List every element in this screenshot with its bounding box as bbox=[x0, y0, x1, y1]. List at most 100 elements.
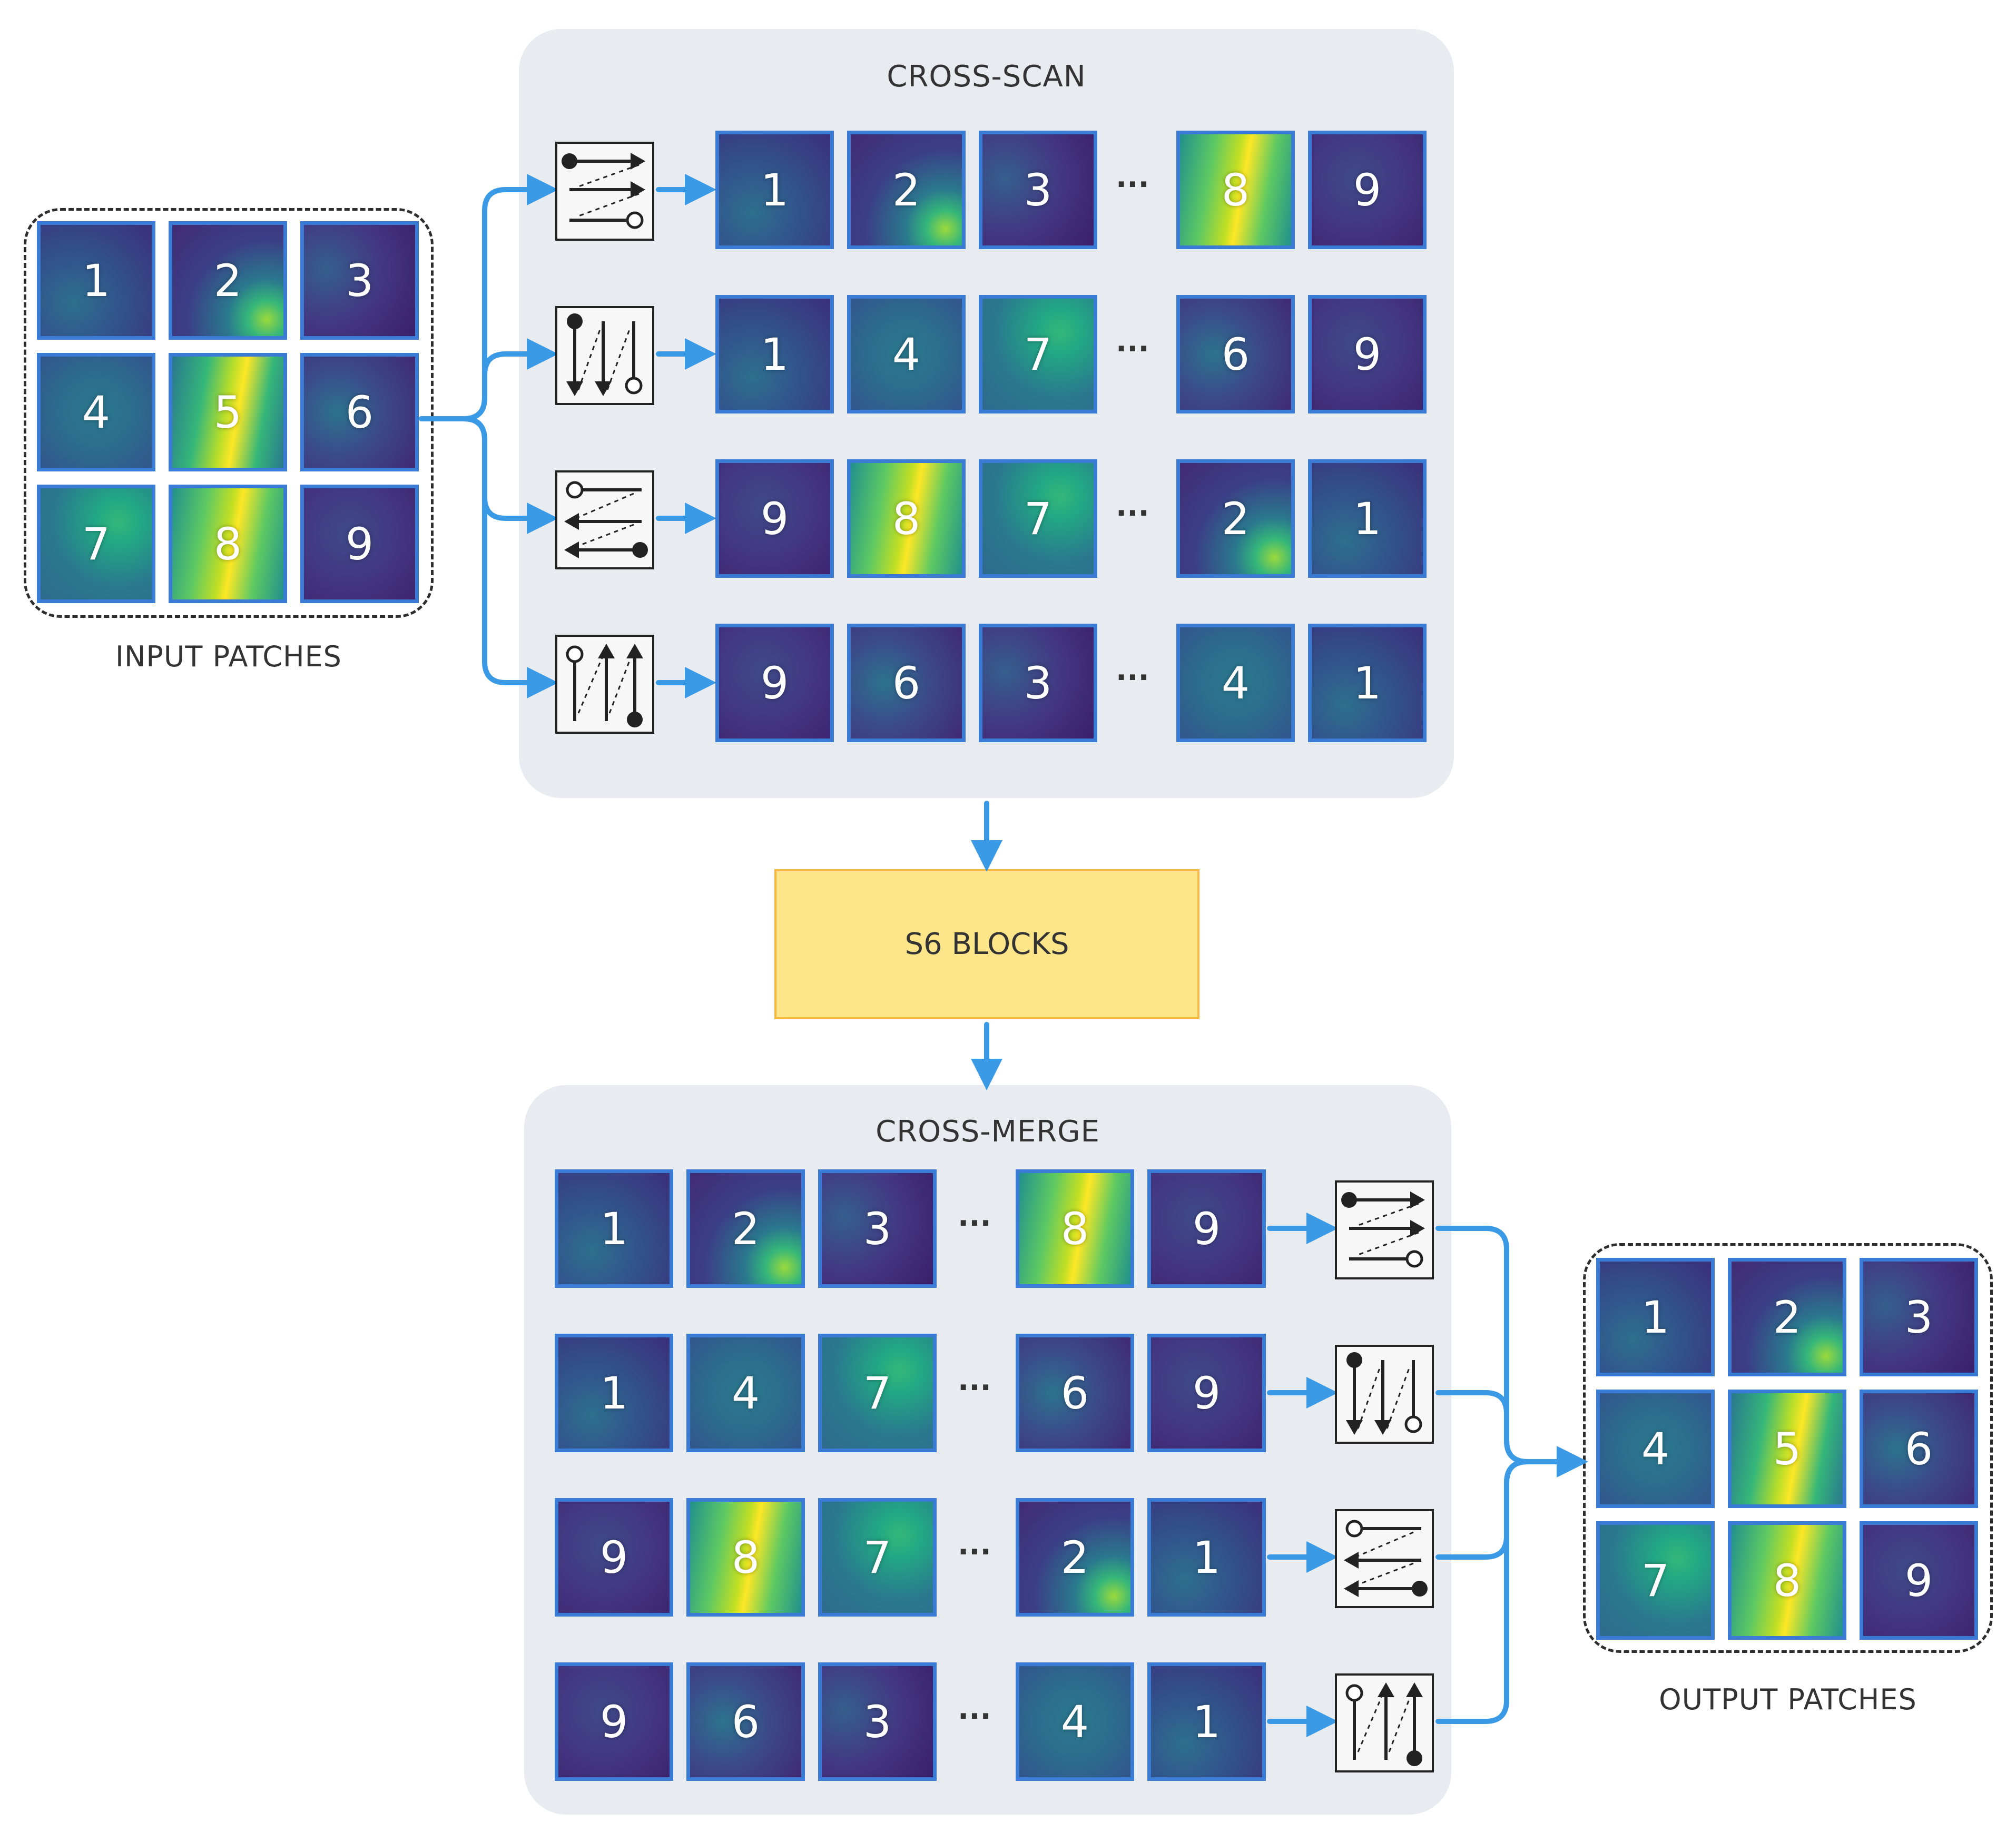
scan-row-4-patch-9: 9 bbox=[715, 624, 834, 742]
merge-row-2-patch-4: 4 bbox=[686, 1334, 805, 1452]
patch-number: 5 bbox=[1773, 1423, 1802, 1475]
scan-row-2-patch-7: 7 bbox=[979, 295, 1097, 413]
patch-number: 2 bbox=[731, 1203, 760, 1255]
output-patches-caption: OUTPUT PATCHES bbox=[1659, 1683, 1917, 1716]
patch-number: 2 bbox=[213, 254, 242, 307]
scan-row-1-patch-3: 3 bbox=[979, 131, 1097, 249]
input-patch-9: 9 bbox=[300, 485, 419, 603]
input-patch-3: 3 bbox=[300, 221, 419, 340]
merge-row-1-patch-2: 2 bbox=[686, 1169, 805, 1288]
split-arrow-2 bbox=[419, 338, 558, 421]
scan-row-1-patch-1: 1 bbox=[715, 131, 834, 249]
scan-row-forward-icon bbox=[555, 142, 654, 241]
cross-scan-title: CROSS-SCAN bbox=[887, 60, 1086, 94]
scan-row-4-patch-1: 1 bbox=[1308, 624, 1427, 742]
merge-join-3 bbox=[1435, 1459, 1530, 1560]
scan-row-4-patch-4: 4 bbox=[1176, 624, 1295, 742]
patch-number: 9 bbox=[1353, 328, 1382, 380]
scan-row-2-patch-9: 9 bbox=[1308, 295, 1427, 413]
merge-row-2-patch-1: 1 bbox=[555, 1334, 673, 1452]
patch-number: 9 bbox=[760, 657, 789, 709]
merge-join-2 bbox=[1435, 1390, 1530, 1464]
merge-row-4-patch-3: 3 bbox=[818, 1662, 937, 1781]
patch-number: 1 bbox=[599, 1367, 628, 1419]
patch-number: 3 bbox=[345, 254, 374, 307]
ellipsis: ··· bbox=[1116, 168, 1149, 202]
patch-number: 6 bbox=[345, 386, 374, 438]
patch-number: 8 bbox=[1773, 1554, 1802, 1607]
patch-number: 6 bbox=[1060, 1367, 1089, 1419]
merge-row-1-patch-1: 1 bbox=[555, 1169, 673, 1288]
patch-number: 7 bbox=[1024, 328, 1053, 380]
output-patch-5: 5 bbox=[1728, 1390, 1846, 1508]
output-patch-6: 6 bbox=[1860, 1390, 1978, 1508]
patch-number: 1 bbox=[82, 254, 111, 307]
patch-number: 2 bbox=[1773, 1291, 1802, 1343]
patch-number: 1 bbox=[1192, 1696, 1221, 1748]
output-patch-8: 8 bbox=[1728, 1521, 1846, 1640]
output-patch-1: 1 bbox=[1596, 1258, 1715, 1376]
scan-row-3-patch-8: 8 bbox=[847, 459, 966, 578]
scan-row-reverse-icon bbox=[1335, 1509, 1434, 1608]
merge-row-1-patch-8: 8 bbox=[1016, 1169, 1134, 1288]
merge-row-3-patch-8: 8 bbox=[686, 1498, 805, 1617]
scan-row-4-patch-6: 6 bbox=[847, 624, 966, 742]
scan-row-2-patch-1: 1 bbox=[715, 295, 834, 413]
merge-row-2-patch-9: 9 bbox=[1147, 1334, 1266, 1452]
merge-row-4-patch-4: 4 bbox=[1016, 1662, 1134, 1781]
patch-number: 6 bbox=[1904, 1423, 1933, 1475]
patch-number: 4 bbox=[892, 328, 921, 380]
patch-number: 3 bbox=[863, 1203, 892, 1255]
scan-row-3-patch-7: 7 bbox=[979, 459, 1097, 578]
patch-number: 8 bbox=[731, 1531, 760, 1583]
ellipsis: ··· bbox=[958, 1206, 991, 1240]
scan-column-forward-icon bbox=[1335, 1345, 1434, 1444]
merge-row-4-patch-9: 9 bbox=[555, 1662, 673, 1781]
scan-column-reverse-icon bbox=[1335, 1673, 1434, 1772]
ellipsis: ··· bbox=[1116, 661, 1149, 695]
scan-row-2-patch-4: 4 bbox=[847, 295, 966, 413]
patch-number: 9 bbox=[760, 493, 789, 545]
patch-number: 1 bbox=[1641, 1291, 1670, 1343]
patch-number: 9 bbox=[599, 1696, 628, 1748]
patch-number: 9 bbox=[1192, 1203, 1221, 1255]
input-patch-7: 7 bbox=[37, 485, 155, 603]
patch-number: 8 bbox=[1060, 1203, 1089, 1255]
input-patch-5: 5 bbox=[169, 353, 287, 471]
scan-row-forward-icon bbox=[1335, 1180, 1434, 1279]
patch-number: 6 bbox=[892, 657, 921, 709]
scan-row-1-patch-2: 2 bbox=[847, 131, 966, 249]
input-patch-6: 6 bbox=[300, 353, 419, 471]
patch-number: 9 bbox=[1192, 1367, 1221, 1419]
patch-number: 7 bbox=[82, 518, 111, 570]
patch-number: 4 bbox=[1060, 1696, 1089, 1748]
cross-merge-title: CROSS-MERGE bbox=[876, 1115, 1100, 1149]
input-patch-2: 2 bbox=[169, 221, 287, 340]
output-patch-4: 4 bbox=[1596, 1390, 1715, 1508]
merge-row-1-patch-9: 9 bbox=[1147, 1169, 1266, 1288]
merge-row-4-patch-1: 1 bbox=[1147, 1662, 1266, 1781]
merge-row-3-patch-9: 9 bbox=[555, 1498, 673, 1617]
merge-row-3-patch-1: 1 bbox=[1147, 1498, 1266, 1617]
patch-number: 8 bbox=[213, 518, 242, 570]
patch-number: 7 bbox=[1641, 1554, 1670, 1607]
scan-row-reverse-icon bbox=[555, 470, 654, 569]
input-patches-box bbox=[24, 208, 434, 618]
scan-row-3-patch-9: 9 bbox=[715, 459, 834, 578]
scan-column-reverse-icon bbox=[555, 635, 654, 734]
ellipsis: ··· bbox=[958, 1535, 991, 1569]
scan-row-3-patch-2: 2 bbox=[1176, 459, 1295, 578]
patch-number: 3 bbox=[1024, 164, 1053, 216]
patch-number: 9 bbox=[1904, 1554, 1933, 1607]
scan-row-1-patch-9: 9 bbox=[1308, 131, 1427, 249]
patch-number: 4 bbox=[1221, 657, 1250, 709]
patch-number: 1 bbox=[599, 1203, 628, 1255]
merge-join-4 bbox=[1435, 1459, 1530, 1724]
patch-number: 9 bbox=[345, 518, 374, 570]
patch-number: 1 bbox=[760, 164, 789, 216]
scan-row-2-patch-6: 6 bbox=[1176, 295, 1295, 413]
merge-row-4-patch-6: 6 bbox=[686, 1662, 805, 1781]
patch-number: 1 bbox=[760, 328, 789, 380]
ellipsis: ··· bbox=[958, 1371, 991, 1405]
